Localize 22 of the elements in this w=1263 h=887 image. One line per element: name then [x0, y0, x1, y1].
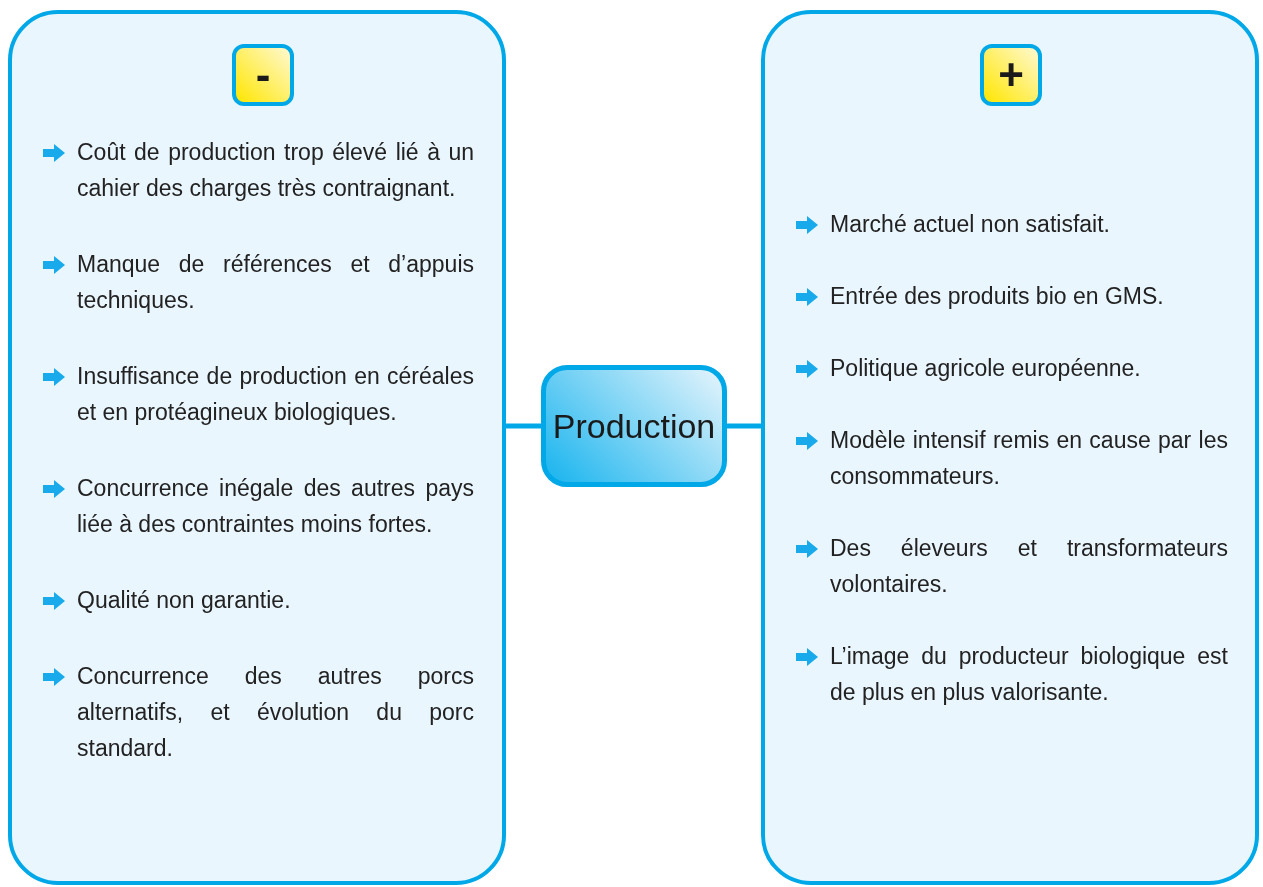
list-item-text: Concurrence inégale des autres pays liée à des contraintes moins fortes.: [77, 475, 474, 537]
list-item-text: Des éleveurs et transformateurs volontaires.: [830, 535, 1228, 597]
panel-card: [8, 10, 506, 885]
list-item-text: Entrée des produits bio en GMS.: [830, 283, 1164, 309]
list-item-text: Modèle intensif remis en cause par les consommateurs.: [830, 427, 1228, 489]
topic-box: [541, 365, 727, 487]
sign-box: [232, 44, 294, 106]
list-item-text: Concurrence des autres porcs alternatifs, et évolution du porc standard.: [77, 663, 474, 761]
list-item-text: Politique agricole européenne.: [830, 355, 1141, 381]
connector-line: [727, 423, 761, 429]
list-item-text: Coût de production trop élevé lié à un cahier des charges très contraignant.: [77, 139, 474, 201]
list-item-text: Manque de références et d’appuis techniques.: [77, 251, 474, 313]
sign-symbol: +: [998, 53, 1024, 97]
sign-symbol: -: [255, 53, 271, 97]
list-item-text: Marché actuel non satisfait.: [830, 211, 1110, 237]
list-item-text: Qualité non garantie.: [77, 587, 291, 613]
panel-card: [761, 10, 1259, 885]
topic-label: Production: [552, 406, 716, 446]
sign-box: [980, 44, 1042, 106]
list-item-text: Insuffisance de production en céréales et en protéagineux biologiques.: [77, 363, 474, 425]
list-item-text: L’image du producteur biologique est de plus en plus valorisante.: [830, 643, 1228, 705]
connector-line: [506, 423, 541, 429]
